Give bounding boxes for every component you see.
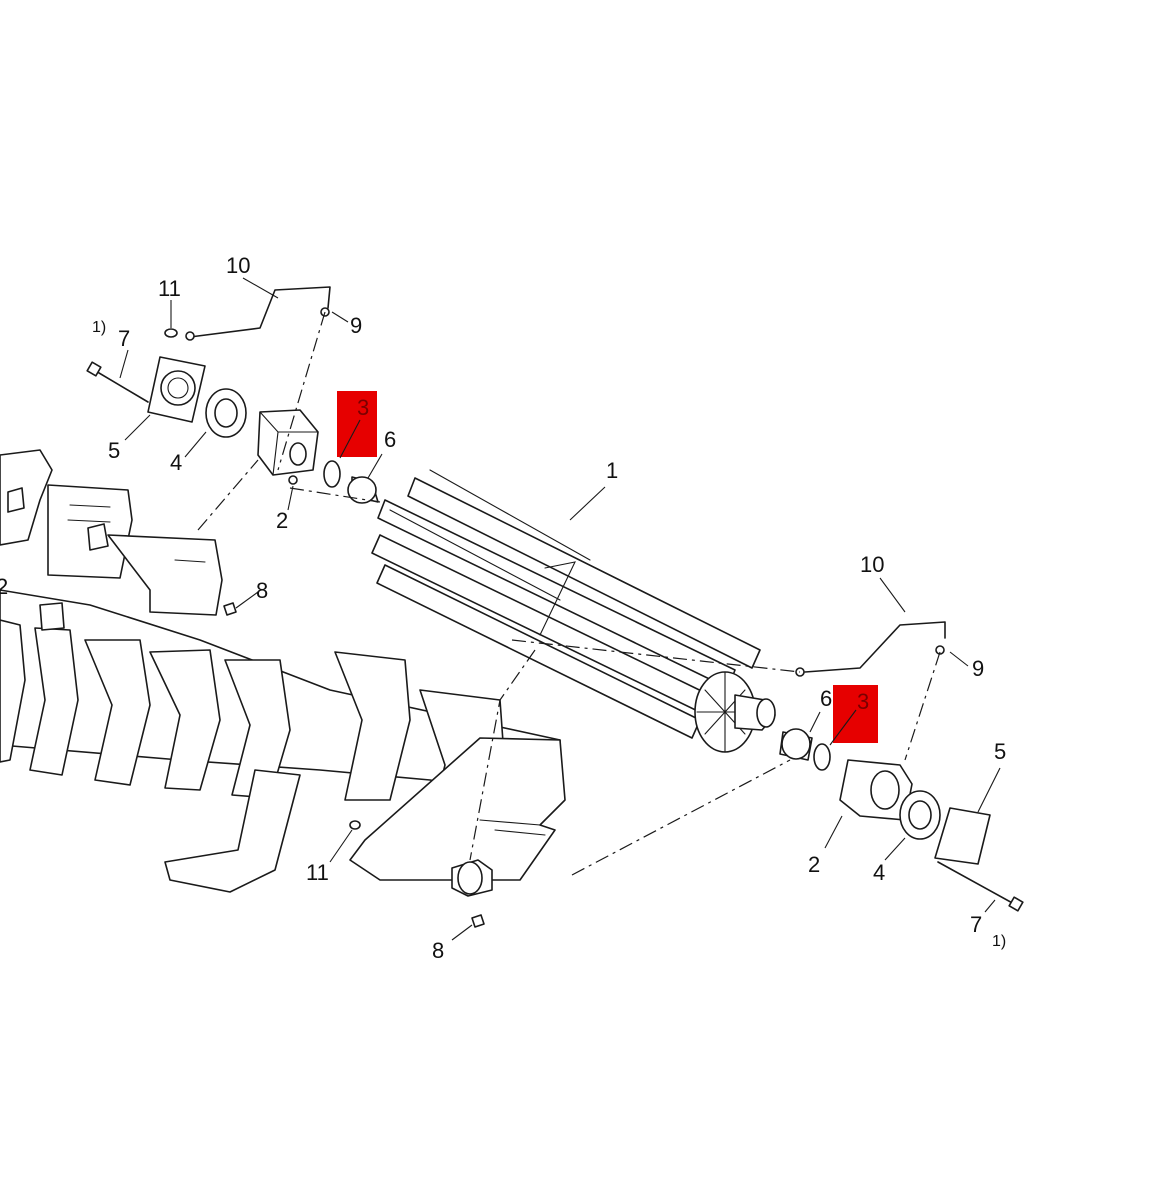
label-frame-left-edge: 2 — [0, 574, 8, 599]
label-bearing-left: 4 — [170, 450, 182, 475]
label-flange-left: 5 — [108, 438, 120, 463]
label-oring-right: 3 — [857, 689, 869, 714]
label-oring-left: 3 — [357, 395, 369, 420]
assembly-lines — [197, 311, 941, 876]
highlight-markers — [337, 391, 878, 746]
left-bearing-group — [86, 286, 379, 504]
label-note-right: 1) — [992, 933, 1006, 950]
label-bushing-right: 6 — [820, 686, 832, 711]
label-bearing-housing-right: 2 — [808, 852, 820, 877]
label-nut-lower: 8 — [432, 938, 444, 963]
label-nut-upper: 8 — [256, 578, 268, 603]
frame-assembly — [0, 449, 566, 897]
label-grease-line-right: 10 — [860, 552, 884, 577]
leader-lines — [119, 277, 1001, 941]
label-flange-right: 5 — [994, 739, 1006, 764]
label-fitting-upper: 11 — [158, 276, 181, 301]
label-bolt-left: 7 — [118, 326, 130, 351]
label-grease-fitting-right: 9 — [972, 656, 984, 681]
label-fitting-lower: 11 — [306, 860, 329, 885]
label-bushing-left: 6 — [384, 427, 396, 452]
label-reel: 1 — [606, 458, 618, 483]
callouts: 1 10 11 1) 7 9 5 4 2 6 3 2 8 11 8 10 9 6… — [0, 253, 1006, 963]
label-bearing-right: 4 — [873, 860, 885, 885]
hardware — [223, 602, 485, 928]
label-note-left: 1) — [92, 319, 106, 336]
reel — [371, 469, 776, 753]
label-grease-line-left: 10 — [226, 253, 250, 278]
right-bearing-group — [779, 621, 1024, 912]
highlight-box-right — [833, 685, 878, 743]
label-bearing-housing-left: 2 — [276, 508, 288, 533]
label-bolt-right: 7 — [970, 912, 982, 937]
label-grease-fitting-left: 9 — [350, 313, 362, 338]
highlight-box-left — [337, 391, 377, 457]
